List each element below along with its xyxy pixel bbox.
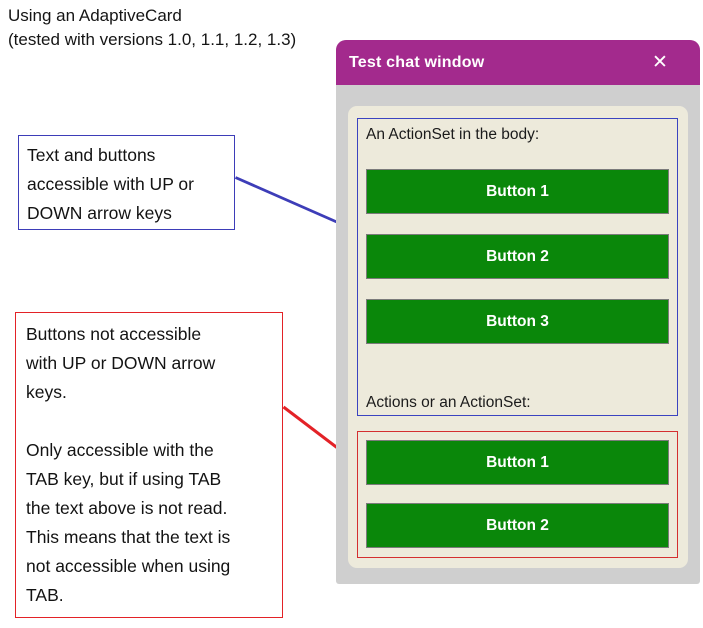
- close-icon[interactable]: ✕: [652, 52, 668, 73]
- body-button-3[interactable]: Button 3: [366, 299, 669, 344]
- note-arrow-key-access: Text and buttons accessible with UP or D…: [18, 135, 235, 230]
- page-title-line1: Using an AdaptiveCard: [8, 6, 182, 25]
- note-tab-key-access: Buttons not accessible with UP or DOWN a…: [15, 312, 283, 618]
- page-title: Using an AdaptiveCard (tested with versi…: [8, 4, 296, 52]
- body-button-1[interactable]: Button 1: [366, 169, 669, 214]
- actions-section-label: Actions or an ActionSet:: [366, 394, 531, 411]
- note-tab-key-access-text: Buttons not accessible with UP or DOWN a…: [26, 324, 231, 605]
- actions-button-1[interactable]: Button 1: [366, 440, 669, 485]
- chat-window-title: Test chat window: [349, 53, 485, 71]
- actions-button-2[interactable]: Button 2: [366, 503, 669, 548]
- chat-window-titlebar: Test chat window ✕: [336, 40, 700, 85]
- note-arrow-key-access-text: Text and buttons accessible with UP or D…: [27, 145, 194, 223]
- page-title-line2: (tested with versions 1.0, 1.1, 1.2, 1.3…: [8, 30, 297, 49]
- body-section-label: An ActionSet in the body:: [366, 126, 540, 143]
- body-button-2[interactable]: Button 2: [366, 234, 669, 279]
- adaptive-card: An ActionSet in the body: Button 1 Butto…: [348, 106, 688, 568]
- actions-section: Button 1 Button 2: [357, 431, 678, 558]
- chat-window: Test chat window ✕ An ActionSet in the b…: [336, 40, 700, 584]
- actionset-body-section: An ActionSet in the body: Button 1 Butto…: [357, 118, 678, 416]
